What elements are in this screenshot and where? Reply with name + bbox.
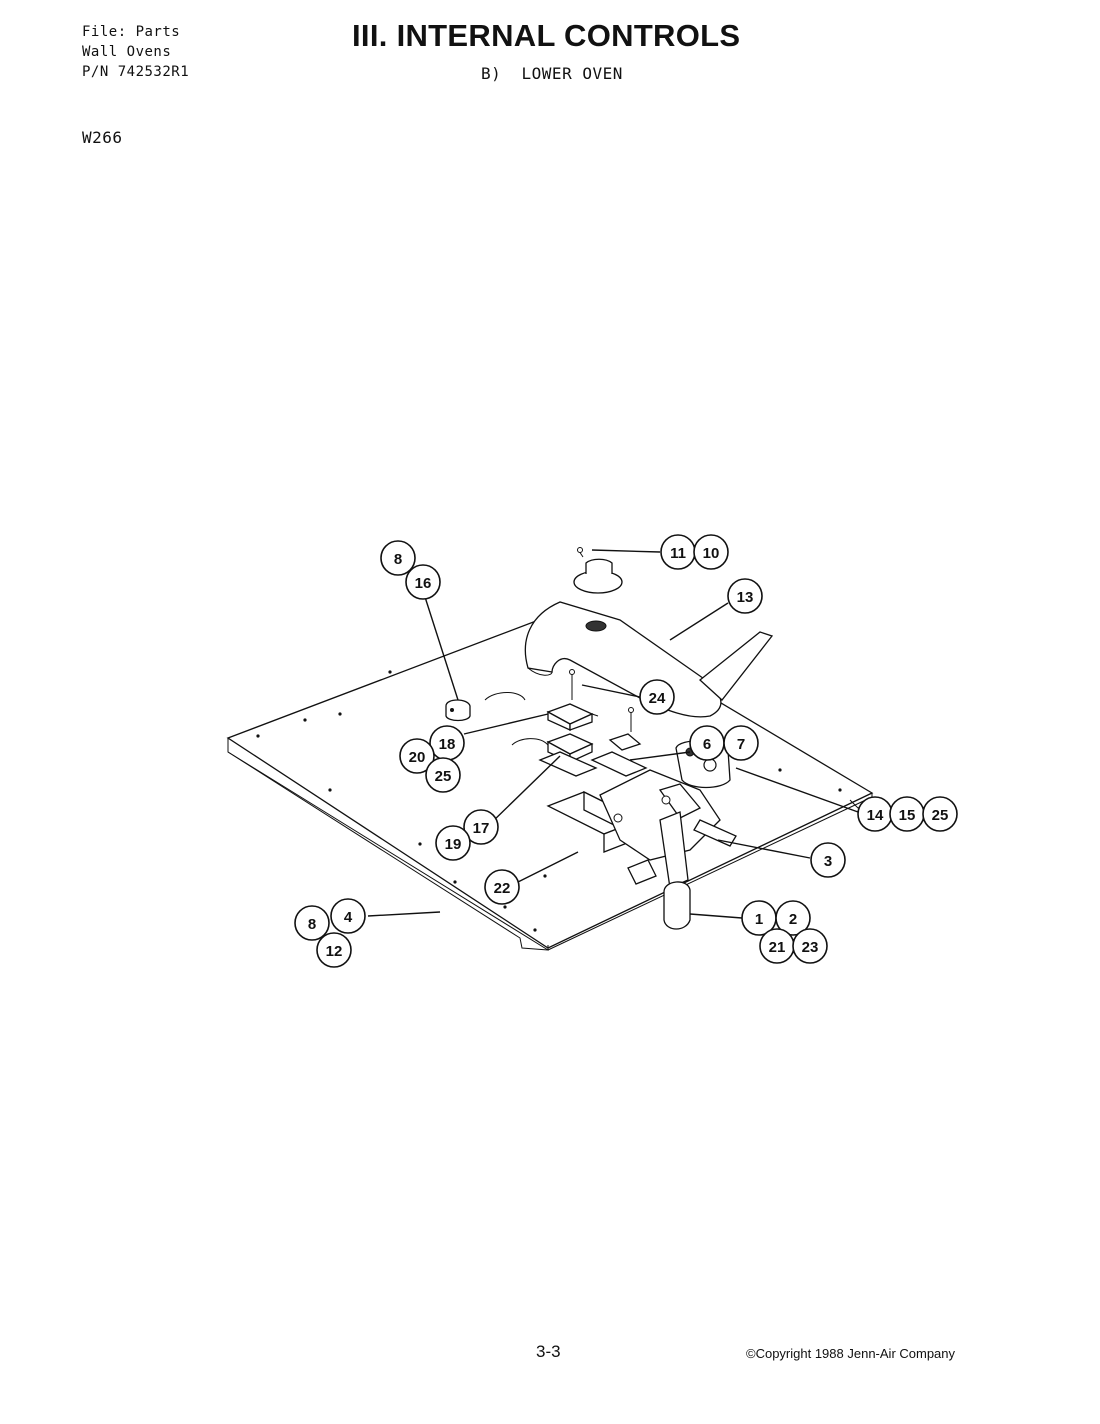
callout-10: 10 bbox=[693, 534, 729, 570]
screw-24 bbox=[569, 669, 575, 700]
svg-text:23: 23 bbox=[802, 939, 819, 956]
callout-12: 12 bbox=[316, 932, 352, 968]
file-info: File: Parts Wall Ovens P/N 742532R1 bbox=[82, 22, 189, 82]
callout-17: 17 bbox=[463, 809, 499, 845]
switch-assembly-17 bbox=[538, 733, 598, 777]
svg-text:16: 16 bbox=[415, 575, 432, 592]
callout-25-left: 25 bbox=[425, 757, 461, 793]
callout-8-bottom: 8 bbox=[294, 905, 330, 941]
callout-13: 13 bbox=[727, 578, 763, 614]
model-label: W266 bbox=[82, 128, 123, 147]
svg-text:20: 20 bbox=[409, 749, 426, 766]
callout-23: 23 bbox=[792, 928, 828, 964]
svg-text:25: 25 bbox=[932, 807, 949, 824]
callout-16: 16 bbox=[405, 564, 441, 600]
relay-6-7 bbox=[590, 707, 648, 777]
callout-20: 20 bbox=[399, 738, 435, 774]
callout-2: 2 bbox=[775, 900, 811, 936]
svg-text:11: 11 bbox=[670, 545, 686, 562]
svg-text:12: 12 bbox=[326, 943, 343, 960]
svg-text:18: 18 bbox=[439, 736, 456, 753]
callout-21: 21 bbox=[759, 928, 795, 964]
copyright-notice: ©Copyright 1988 Jenn-Air Company bbox=[746, 1346, 956, 1361]
svg-text:7: 7 bbox=[737, 736, 745, 753]
page-number: 3-3 bbox=[536, 1342, 561, 1361]
callout-15: 15 bbox=[889, 796, 925, 832]
svg-text:10: 10 bbox=[703, 545, 720, 562]
page-subtitle: B) LOWER OVEN bbox=[481, 64, 623, 83]
callout-24: 24 bbox=[639, 679, 675, 715]
callout-14: 14 bbox=[857, 796, 893, 832]
callout-11: 11 bbox=[660, 534, 696, 570]
callout-1: 1 bbox=[741, 900, 777, 936]
callout-7: 7 bbox=[723, 725, 759, 761]
callout-25-right: 25 bbox=[922, 796, 958, 832]
svg-text:24: 24 bbox=[649, 690, 666, 707]
svg-text:22: 22 bbox=[494, 880, 511, 897]
svg-text:4: 4 bbox=[344, 909, 353, 926]
svg-text:17: 17 bbox=[473, 820, 490, 837]
callout-22: 22 bbox=[484, 869, 520, 905]
limit-thermostat bbox=[573, 547, 623, 594]
callout-19: 19 bbox=[435, 825, 471, 861]
callout-3: 3 bbox=[810, 842, 846, 878]
svg-text:14: 14 bbox=[867, 807, 884, 824]
svg-text:1: 1 bbox=[755, 911, 763, 928]
svg-text:19: 19 bbox=[445, 836, 462, 853]
part-number-line: P/N 742532R1 bbox=[82, 64, 190, 80]
svg-text:25: 25 bbox=[435, 768, 452, 785]
page-title: III. INTERNAL CONTROLS bbox=[352, 18, 741, 53]
callout-6: 6 bbox=[689, 725, 725, 761]
svg-text:8: 8 bbox=[394, 551, 402, 568]
svg-text:3: 3 bbox=[824, 853, 832, 870]
svg-text:15: 15 bbox=[899, 807, 916, 824]
callout-8-top: 8 bbox=[380, 540, 416, 576]
callout-18: 18 bbox=[429, 725, 465, 761]
svg-text:2: 2 bbox=[789, 911, 797, 928]
switch-assembly-18 bbox=[546, 703, 599, 732]
callout-4: 4 bbox=[330, 898, 366, 934]
svg-text:13: 13 bbox=[737, 589, 754, 606]
svg-text:21: 21 bbox=[769, 939, 786, 956]
file-line: File: Parts bbox=[82, 24, 181, 40]
category-line: Wall Ovens bbox=[82, 44, 172, 60]
leader-lines bbox=[367, 549, 859, 919]
svg-text:8: 8 bbox=[308, 916, 316, 933]
temperature-sensor bbox=[445, 699, 471, 722]
svg-text:6: 6 bbox=[703, 736, 711, 753]
